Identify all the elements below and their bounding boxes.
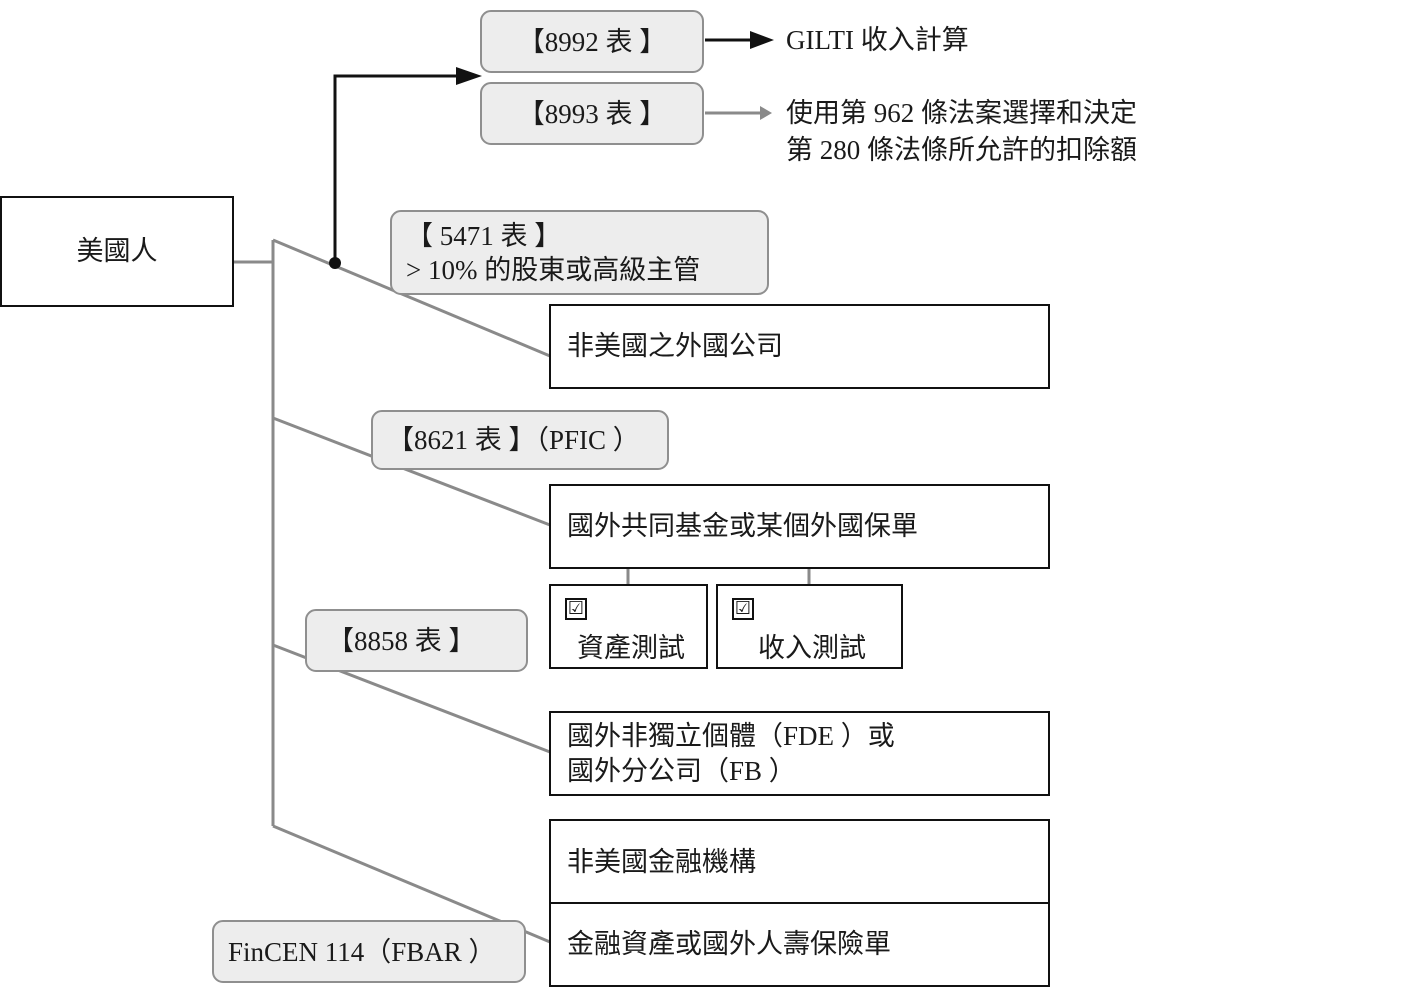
asset-test-label: 資產測試 <box>577 633 685 663</box>
entity-foreign-corporation: 非美國之外國公司 <box>549 304 1050 389</box>
note-section-962: 使用第 962 條法案選擇和決定 第 280 條法條所允許的扣除額 <box>786 95 1137 169</box>
form-5471: 【 5471 表 】 > 10% 的股東或高級主管 <box>390 210 769 295</box>
form-8993: 【8993 表 】 <box>480 82 704 145</box>
note-962-line2: 第 280 條法條所允許的扣除額 <box>786 135 1137 165</box>
branch-foreign-corp <box>272 238 551 358</box>
entity-foreign-fund: 國外共同基金或某個外國保單 <box>549 484 1050 569</box>
entity-foreign-financial-institution: 非美國金融機構 <box>549 819 1050 905</box>
form-8621-label: 【8621 表 】（PFIC ） <box>387 425 640 455</box>
path-to-8992 <box>333 74 470 263</box>
form-8621: 【8621 表 】（PFIC ） <box>371 410 669 470</box>
form-fincen-label: FinCEN 114（FBAR ） <box>228 936 496 967</box>
form-5471-line2: > 10% 的股東或高級主管 <box>406 254 701 285</box>
form-8992-label: 【8992 表 】 <box>517 26 667 57</box>
entity-financial-assets-label: 金融資產或國外人壽保險單 <box>567 929 891 959</box>
test-asset: ☑ 資產測試 <box>549 584 708 669</box>
form-8858-label: 【8858 表 】 <box>327 625 476 656</box>
entity-foreign-corporation-label: 非美國之外國公司 <box>567 331 783 361</box>
note-gilti: GILTI 收入計算 <box>786 22 969 59</box>
form-8993-label: 【8993 表 】 <box>517 98 667 129</box>
arrow-8992-gilti-head <box>750 31 774 49</box>
root-label: 美國人 <box>76 236 158 266</box>
form-fincen-114: FinCEN 114（FBAR ） <box>212 920 526 983</box>
asset-checkbox-icon: ☑ <box>565 598 587 620</box>
root-us-person: 美國人 <box>0 196 234 307</box>
note-gilti-label: GILTI 收入計算 <box>786 25 969 55</box>
junction-dot <box>329 257 341 269</box>
entity-financial-assets: 金融資產或國外人壽保險單 <box>549 902 1050 987</box>
entity-fde-line2: 國外分公司（FB ） <box>567 755 796 786</box>
form-8992: 【8992 表 】 <box>480 10 704 73</box>
income-checkbox-icon: ☑ <box>732 598 754 620</box>
income-test-label: 收入測試 <box>758 633 866 663</box>
entity-foreign-fi-label: 非美國金融機構 <box>567 846 756 877</box>
entity-foreign-fund-label: 國外共同基金或某個外國保單 <box>567 511 918 541</box>
arrow-8993-head <box>760 106 772 120</box>
branch-foreign-fund <box>272 416 551 527</box>
entity-fde-branch: 國外非獨立個體（FDE ）或 國外分公司（FB ） <box>549 711 1050 796</box>
entity-fde-line1: 國外非獨立個體（FDE ）或 <box>567 720 895 751</box>
note-962-line1: 使用第 962 條法案選擇和決定 <box>786 98 1137 128</box>
test-income: ☑ 收入測試 <box>716 584 903 669</box>
arrow-8992-head <box>456 67 482 85</box>
form-8858: 【8858 表 】 <box>305 609 528 672</box>
form-5471-line1: 【 5471 表 】 <box>406 220 562 251</box>
